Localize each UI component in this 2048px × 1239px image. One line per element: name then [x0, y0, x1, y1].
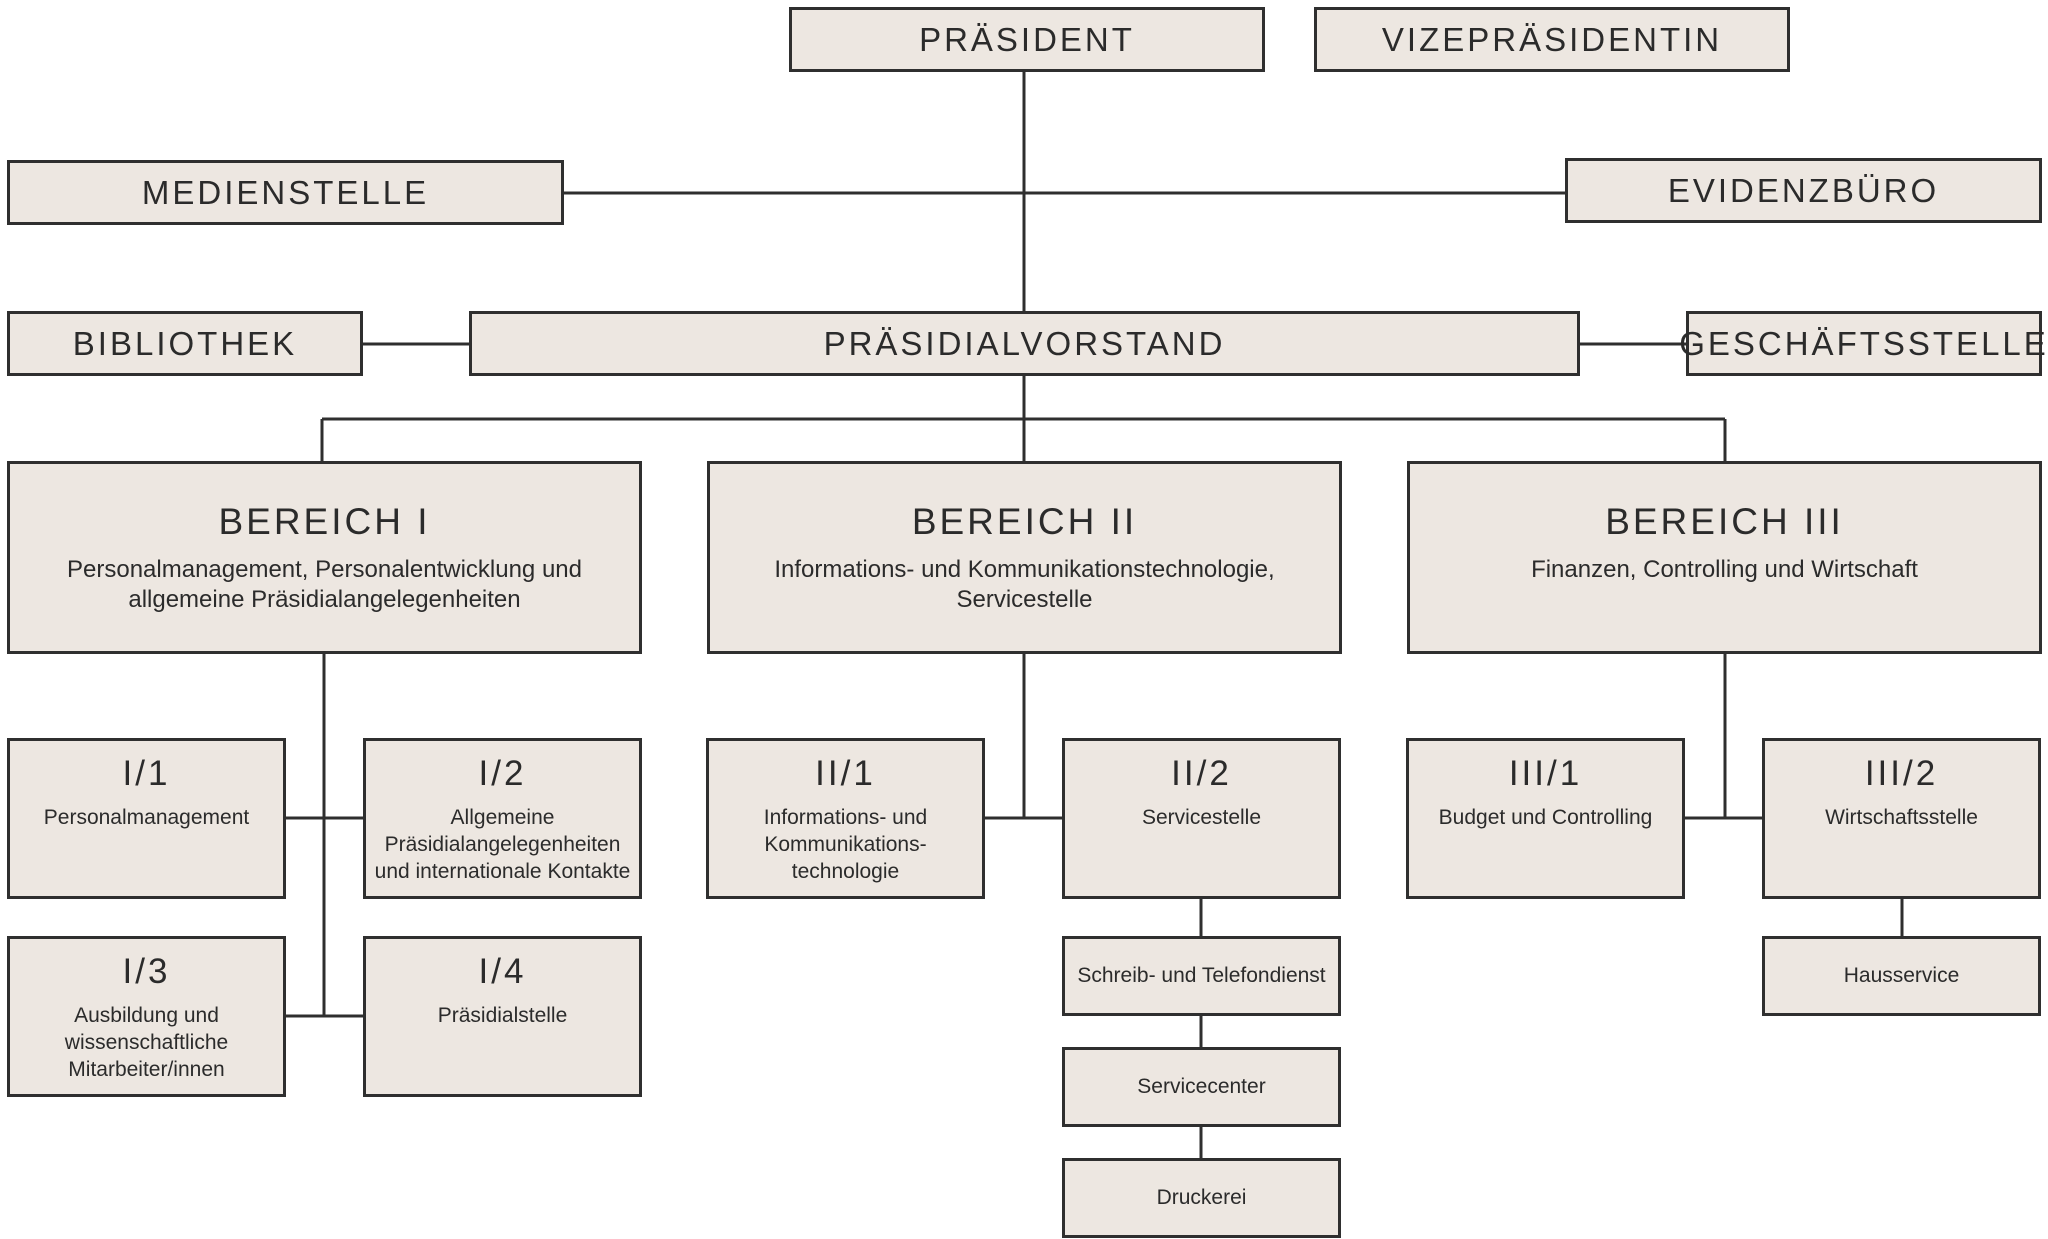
evidence-office-label: EVIDENZBÜRO	[1667, 171, 1940, 209]
unit-i-3-box: I/3 Ausbildung und wissenschaftliche Mit…	[7, 936, 286, 1097]
vice-president-box: VIZEPRÄSIDENTIN	[1314, 7, 1790, 72]
house-service-label: Hausservice	[1843, 964, 1960, 988]
unit-i-2-box: I/2 Allgemeine Präsidialangelegenheiten …	[363, 738, 642, 899]
evidence-office-box: EVIDENZBÜRO	[1565, 158, 2042, 223]
area-3-subtitle: Finanzen, Controlling und Wirtschaft	[1531, 555, 1918, 583]
unit-ii-1-box: II/1 Informations- und Kommunikations- t…	[706, 738, 985, 899]
library-label: BIBLIOTHEK	[72, 324, 298, 362]
registry-label: GESCHÄFTSSTELLE	[1679, 324, 2048, 362]
unit-iii-2-name: Wirtschaftsstelle	[1825, 805, 1978, 829]
service-box-writing-phone: Schreib- und Telefondienst	[1062, 936, 1341, 1016]
unit-i-4-name: Präsidialstelle	[437, 1003, 568, 1027]
service-box-print-shop: Druckerei	[1062, 1158, 1341, 1238]
print-shop-label: Druckerei	[1156, 1186, 1247, 1210]
unit-iii-1-box: III/1 Budget und Controlling	[1406, 738, 1685, 899]
unit-i-2-code: I/2	[478, 754, 527, 793]
presidium-board-label: PRÄSIDIALVORSTAND	[823, 324, 1226, 362]
president-label: PRÄSIDENT	[919, 20, 1135, 58]
unit-iii-2-code: III/2	[1864, 754, 1939, 793]
area-2-title: BEREICH II	[911, 501, 1138, 542]
unit-iii-2-box: III/2 Wirtschaftsstelle	[1762, 738, 2041, 899]
area-2-box: BEREICH II Informations- und Kommunikati…	[707, 461, 1342, 654]
president-box: PRÄSIDENT	[789, 7, 1265, 72]
unit-i-2-name: Allgemeine Präsidialangelegenheiten und …	[374, 805, 631, 884]
area-3-box: BEREICH III Finanzen, Controlling und Wi…	[1407, 461, 2042, 654]
unit-i-1-name: Personalmanagement	[43, 805, 250, 829]
unit-iii-1-name: Budget und Controlling	[1438, 805, 1653, 829]
service-center-label: Servicecenter	[1137, 1075, 1266, 1099]
unit-i-3-code: I/3	[122, 952, 171, 991]
unit-ii-1-name: Informations- und Kommunikations- techno…	[763, 805, 928, 884]
unit-i-4-box: I/4 Präsidialstelle	[363, 936, 642, 1097]
media-office-label: MEDIENSTELLE	[141, 173, 430, 211]
registry-box: GESCHÄFTSSTELLE	[1679, 311, 2046, 376]
unit-i-1-code: I/1	[122, 754, 171, 793]
unit-i-1-box: I/1 Personalmanagement	[7, 738, 286, 899]
area-2-subtitle: Informations- und Kommunikationstechnolo…	[774, 555, 1275, 613]
unit-iii-1-code: III/1	[1508, 754, 1583, 793]
area-3-title: BEREICH III	[1605, 501, 1844, 542]
vice-president-label: VIZEPRÄSIDENTIN	[1381, 20, 1723, 58]
unit-i-3-name: Ausbildung und wissenschaftliche Mitarbe…	[64, 1003, 229, 1082]
media-office-box: MEDIENSTELLE	[7, 160, 564, 225]
library-box: BIBLIOTHEK	[7, 311, 363, 376]
area-1-subtitle: Personalmanagement, Personalentwicklung …	[67, 555, 582, 613]
area-1-title: BEREICH I	[218, 501, 431, 542]
service-box-house-service: Hausservice	[1762, 936, 2041, 1016]
unit-ii-2-name: Servicestelle	[1141, 805, 1262, 829]
unit-ii-2-box: II/2 Servicestelle	[1062, 738, 1341, 899]
area-1-box: BEREICH I Personalmanagement, Personalen…	[7, 461, 642, 654]
service-box-service-center: Servicecenter	[1062, 1047, 1341, 1127]
unit-i-4-code: I/4	[478, 952, 527, 991]
presidium-board-box: PRÄSIDIALVORSTAND	[469, 311, 1580, 376]
service-writing-phone-label: Schreib- und Telefondienst	[1077, 964, 1326, 988]
unit-ii-1-code: II/1	[815, 754, 876, 793]
unit-ii-2-code: II/2	[1171, 754, 1232, 793]
